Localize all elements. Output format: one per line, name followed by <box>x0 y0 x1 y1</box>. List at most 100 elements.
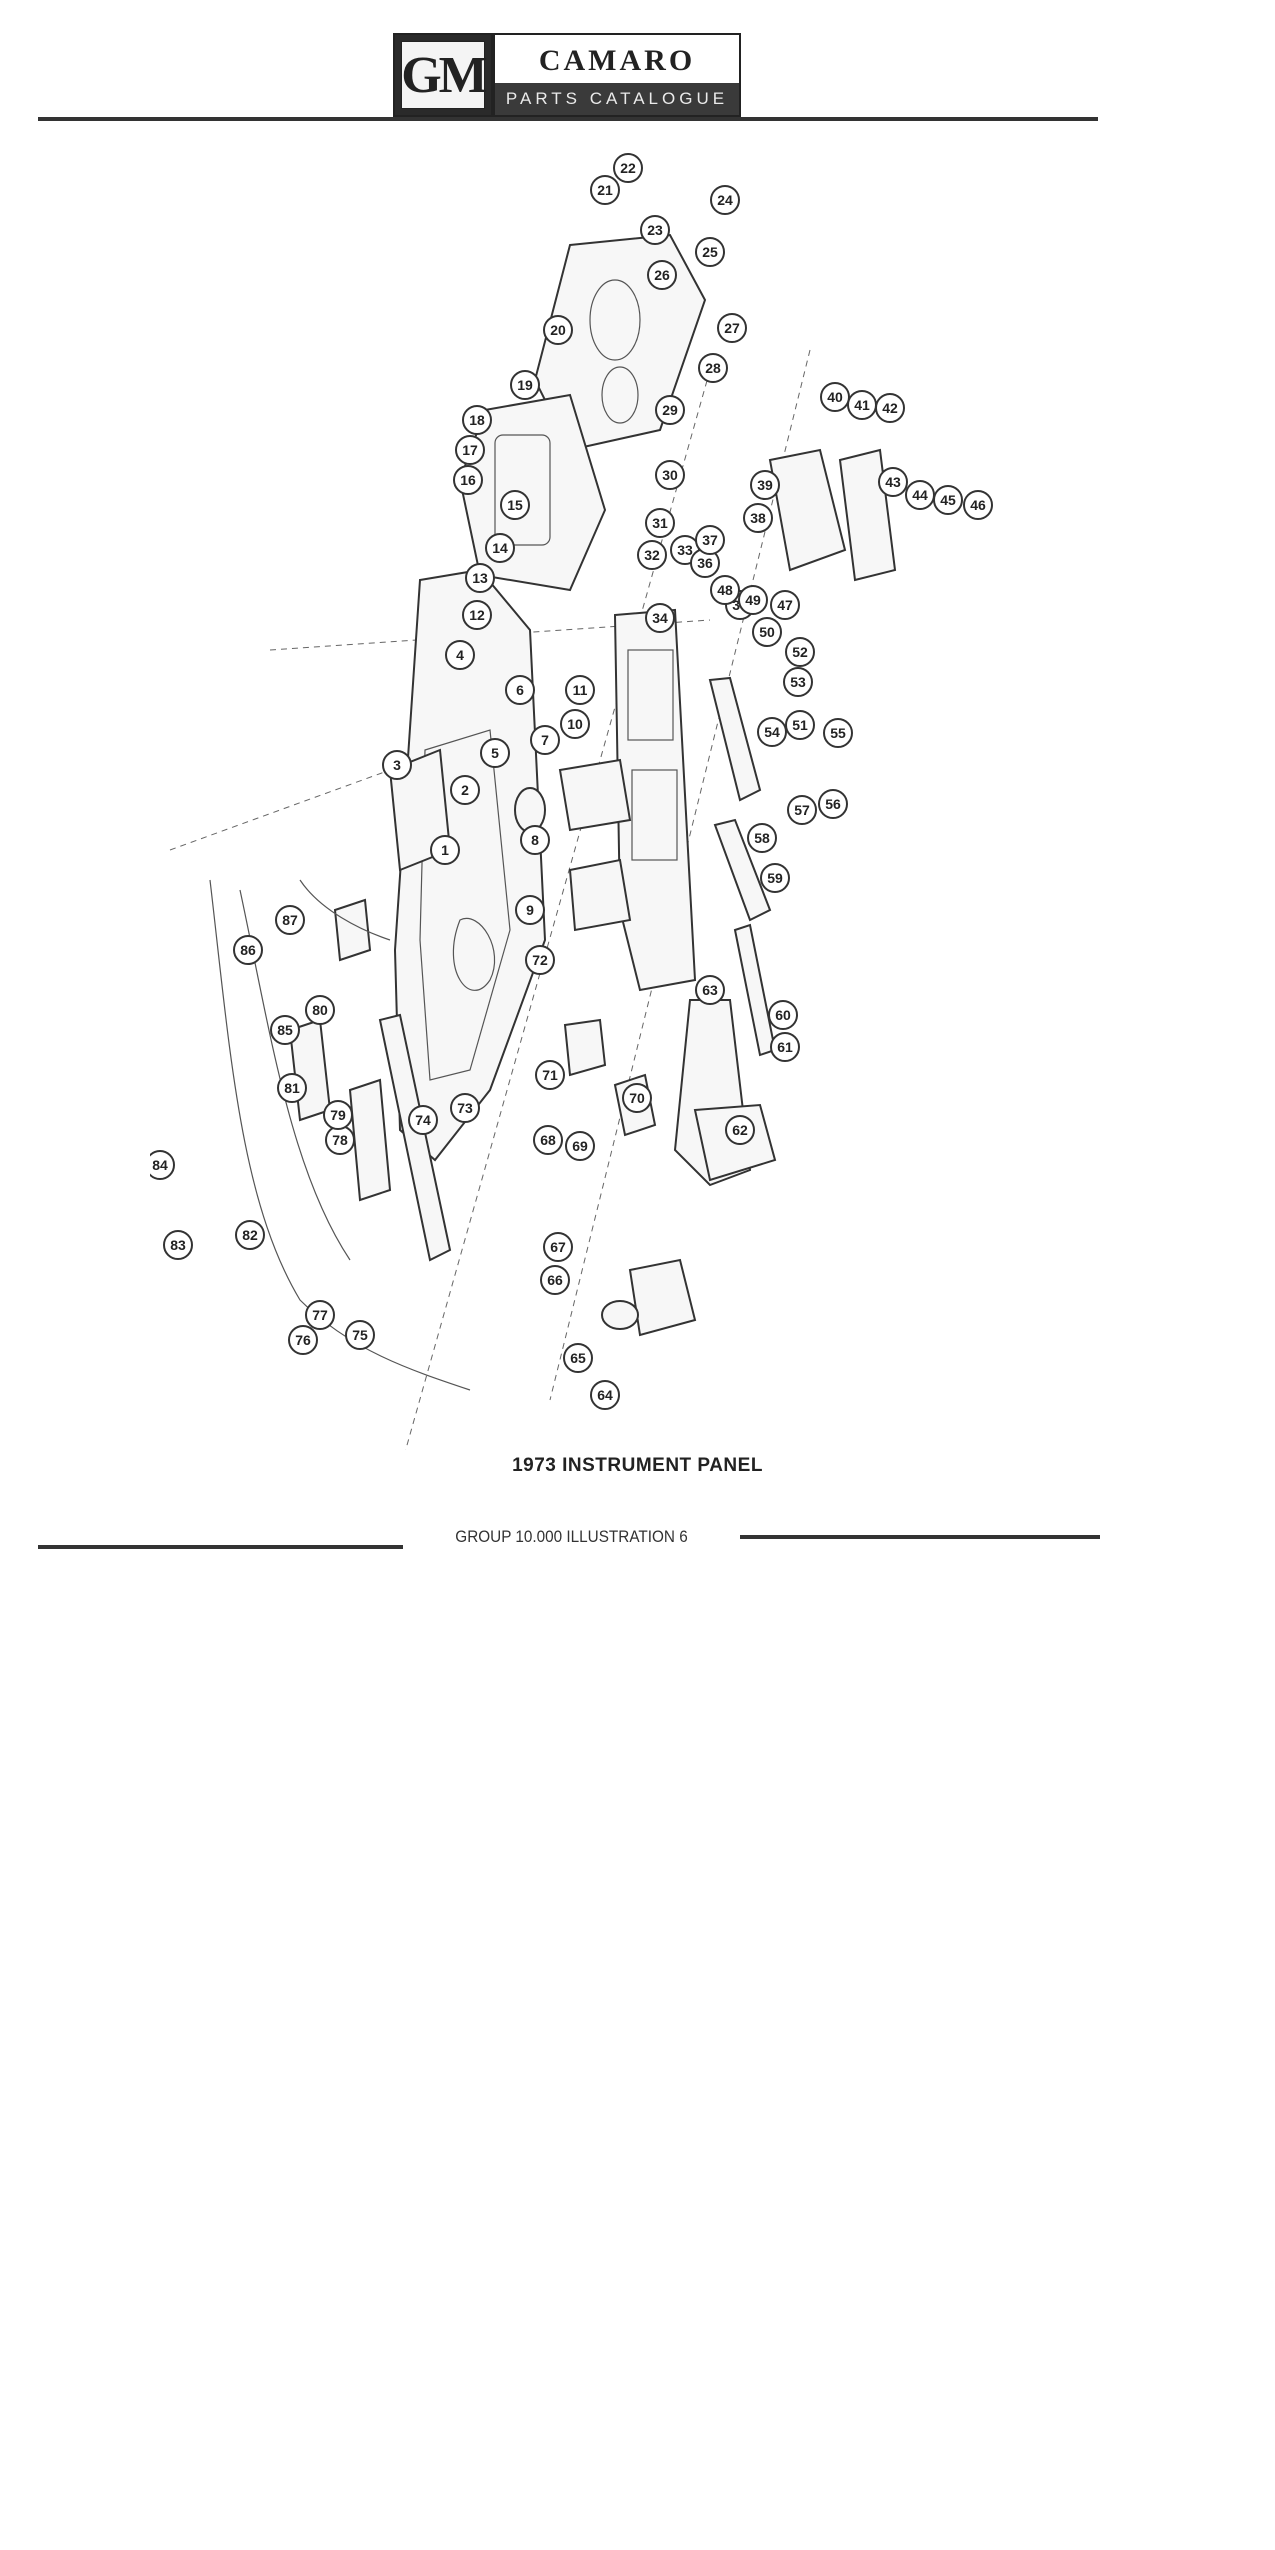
svg-text:39: 39 <box>757 477 773 493</box>
callout-40: 40 <box>820 382 850 412</box>
callout-77: 77 <box>305 1300 335 1330</box>
header-rule <box>38 117 1098 121</box>
callout-46: 46 <box>963 490 993 520</box>
svg-text:44: 44 <box>912 487 928 503</box>
callout-70: 70 <box>622 1083 652 1113</box>
svg-text:16: 16 <box>460 472 476 488</box>
callout-59: 59 <box>760 863 790 893</box>
callout-58: 58 <box>747 823 777 853</box>
callout-60: 60 <box>768 1000 798 1030</box>
callout-50: 50 <box>752 617 782 647</box>
callout-7: 7 <box>530 725 560 755</box>
callout-27: 27 <box>717 313 747 343</box>
callout-12: 12 <box>462 600 492 630</box>
callout-8: 8 <box>520 825 550 855</box>
callout-61: 61 <box>770 1032 800 1062</box>
footer-rule-left <box>38 1545 403 1549</box>
svg-text:2: 2 <box>461 782 469 798</box>
svg-text:54: 54 <box>764 724 780 740</box>
svg-text:64: 64 <box>597 1387 613 1403</box>
svg-text:78: 78 <box>332 1132 348 1148</box>
svg-text:80: 80 <box>312 1002 328 1018</box>
svg-text:36: 36 <box>697 555 713 571</box>
callout-64: 64 <box>590 1380 620 1410</box>
callout-32: 32 <box>637 540 667 570</box>
callout-73: 73 <box>450 1093 480 1123</box>
svg-text:14: 14 <box>492 540 508 556</box>
instrument-panel-exploded-diagram: 1 2 3 4 5 6 7 8 9 10 11 12 13 14 15 16 1… <box>150 153 993 1450</box>
callout-39: 39 <box>750 470 780 500</box>
svg-text:62: 62 <box>732 1122 748 1138</box>
footer-rule-right <box>740 1535 1100 1539</box>
callout-36: 36 <box>690 548 720 578</box>
svg-text:56: 56 <box>825 796 841 812</box>
svg-text:34: 34 <box>652 610 668 626</box>
svg-text:29: 29 <box>662 402 678 418</box>
svg-text:41: 41 <box>854 397 870 413</box>
svg-text:37: 37 <box>702 532 718 548</box>
gm-logo: GM <box>393 33 493 117</box>
svg-text:77: 77 <box>312 1307 328 1323</box>
part-callouts: 1 2 3 4 5 6 7 8 9 10 11 12 13 14 15 16 1… <box>150 153 993 1410</box>
svg-text:19: 19 <box>517 377 533 393</box>
svg-text:7: 7 <box>541 732 549 748</box>
callout-37: 37 <box>695 525 725 555</box>
svg-text:52: 52 <box>792 644 808 660</box>
callout-66: 66 <box>540 1265 570 1295</box>
svg-text:8: 8 <box>531 832 539 848</box>
callout-82: 82 <box>235 1220 265 1250</box>
svg-text:3: 3 <box>393 757 401 773</box>
catalogue-header: GM CAMARO PARTS CATALOGUE <box>393 33 741 117</box>
callout-67: 67 <box>543 1232 573 1262</box>
callout-4: 4 <box>445 640 475 670</box>
callout-79: 79 <box>323 1100 353 1130</box>
callout-76: 76 <box>288 1325 318 1355</box>
svg-text:25: 25 <box>702 244 718 260</box>
callout-25: 25 <box>695 237 725 267</box>
svg-text:70: 70 <box>629 1090 645 1106</box>
callout-72: 72 <box>525 945 555 975</box>
svg-text:51: 51 <box>792 717 808 733</box>
svg-text:27: 27 <box>724 320 740 336</box>
callout-5: 5 <box>480 738 510 768</box>
callout-51: 51 <box>785 710 815 740</box>
svg-text:28: 28 <box>705 360 721 376</box>
svg-text:45: 45 <box>940 492 956 508</box>
callout-71: 71 <box>535 1060 565 1090</box>
callout-53: 53 <box>783 667 813 697</box>
svg-text:38: 38 <box>750 510 766 526</box>
callout-13: 13 <box>465 563 495 593</box>
group-illustration-label: GROUP 10.000 ILLUSTRATION 6 <box>455 1527 688 1546</box>
svg-text:40: 40 <box>827 389 843 405</box>
callout-80: 80 <box>305 995 335 1025</box>
callout-74: 74 <box>408 1105 438 1135</box>
svg-text:66: 66 <box>547 1272 563 1288</box>
callout-78: 78 <box>325 1125 355 1155</box>
callout-30: 30 <box>655 460 685 490</box>
callout-57: 57 <box>787 795 817 825</box>
svg-text:60: 60 <box>775 1007 791 1023</box>
callout-3: 3 <box>382 750 412 780</box>
callout-6: 6 <box>505 675 535 705</box>
callout-47: 47 <box>770 590 800 620</box>
callout-29: 29 <box>655 395 685 425</box>
svg-text:67: 67 <box>550 1239 566 1255</box>
callout-68: 68 <box>533 1125 563 1155</box>
callout-21: 21 <box>590 175 620 205</box>
svg-text:21: 21 <box>597 182 613 198</box>
svg-text:84: 84 <box>152 1157 168 1173</box>
brand-box: CAMARO PARTS CATALOGUE <box>493 33 741 117</box>
svg-text:79: 79 <box>330 1107 346 1123</box>
callout-16: 16 <box>453 465 483 495</box>
svg-text:12: 12 <box>469 607 485 623</box>
callout-20: 20 <box>543 315 573 345</box>
callout-18: 18 <box>462 405 492 435</box>
svg-text:69: 69 <box>572 1138 588 1154</box>
svg-text:75: 75 <box>352 1327 368 1343</box>
svg-text:59: 59 <box>767 870 783 886</box>
svg-text:23: 23 <box>647 222 663 238</box>
svg-text:33: 33 <box>677 542 693 558</box>
callout-86: 86 <box>233 935 263 965</box>
svg-text:13: 13 <box>472 570 488 586</box>
svg-text:65: 65 <box>570 1350 586 1366</box>
